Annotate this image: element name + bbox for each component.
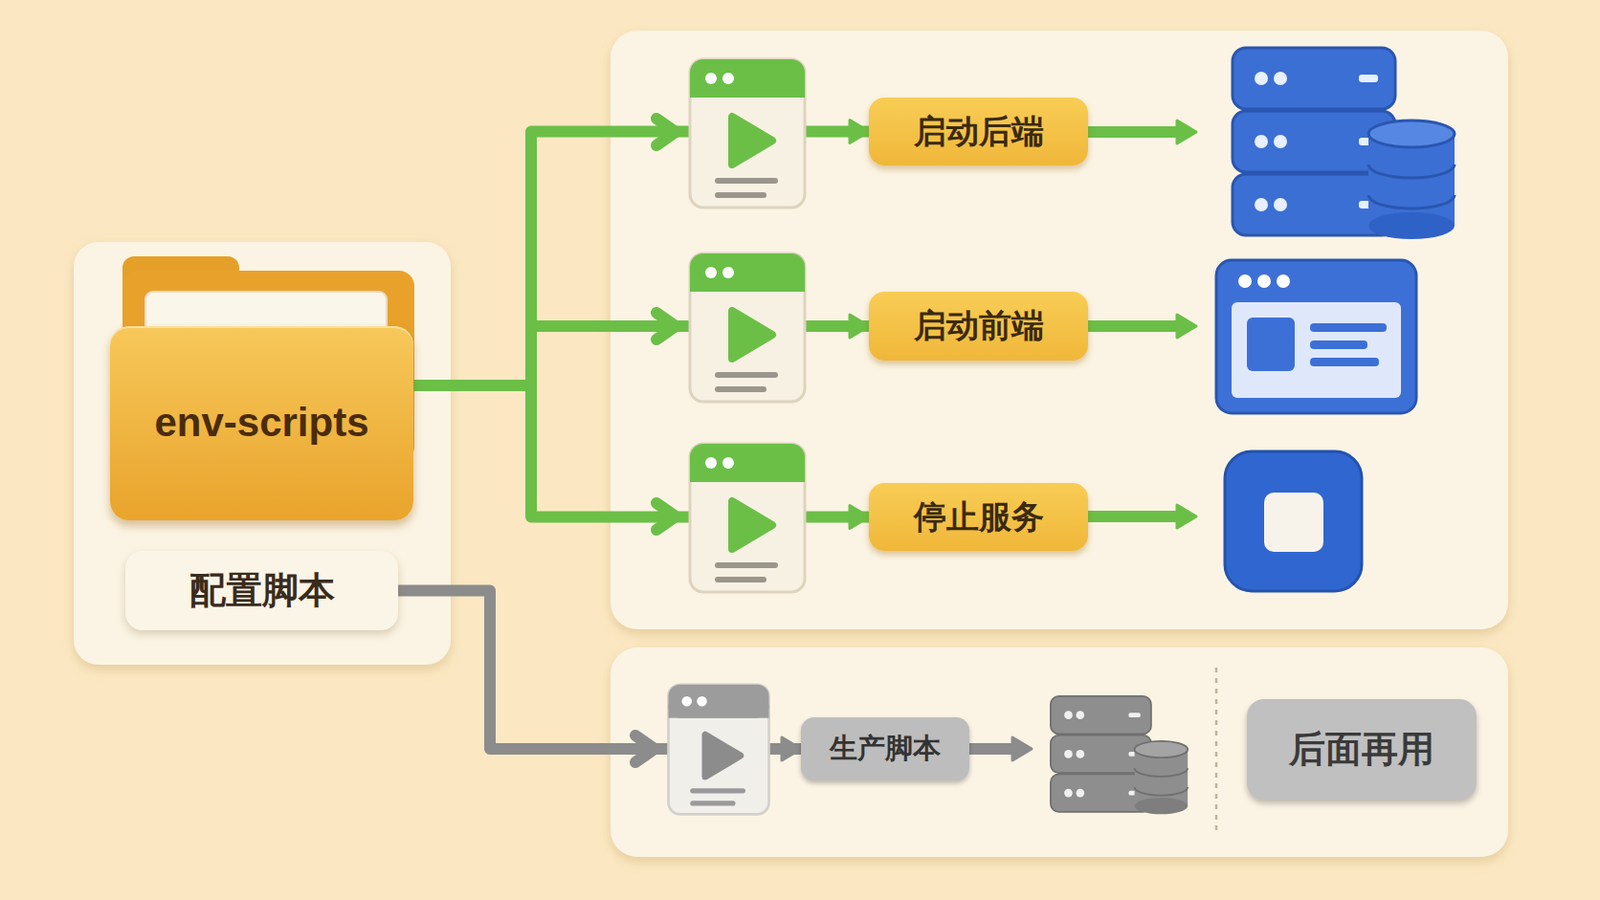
browser-content <box>1231 302 1401 399</box>
stop-frame <box>1224 451 1362 592</box>
browser-icon <box>1216 260 1417 414</box>
browser-line <box>1310 357 1379 367</box>
branch-arrowhead <box>656 312 676 340</box>
dev-panel <box>610 30 1509 630</box>
result-arrow <box>1088 126 1179 138</box>
node-label: 生产脚本 <box>829 733 941 765</box>
action-pill: 启动前端 <box>868 291 1089 361</box>
action-pill: 启动后端 <box>868 97 1089 166</box>
node-label: 启动后端 <box>913 113 1045 150</box>
connector-group <box>398 132 869 751</box>
browser-line <box>1310 340 1368 350</box>
result-arrow <box>969 743 1015 756</box>
action-pill: 停止服务 <box>868 483 1089 552</box>
stop-icon <box>1224 451 1362 592</box>
branch-arrowhead <box>656 503 676 531</box>
left-panel <box>73 242 451 666</box>
browser-line <box>1310 323 1387 333</box>
browser-block <box>1246 317 1295 372</box>
script-icon <box>668 685 770 816</box>
browser-dot <box>1238 274 1252 289</box>
disabled-pill: 后面再用 <box>1246 699 1477 800</box>
node-label: env-scripts <box>154 400 369 445</box>
branch-arrowhead <box>635 735 655 763</box>
result-arrow <box>1088 320 1179 333</box>
panel-divider <box>1215 667 1219 837</box>
browser-dot <box>1276 274 1290 289</box>
browser-frame <box>1216 260 1417 414</box>
server-database-icon <box>1232 47 1455 240</box>
node-label: 启动前端 <box>913 308 1045 344</box>
disabled-pill: 生产脚本 <box>800 717 970 781</box>
node-label: 配置脚本 <box>189 571 335 612</box>
script-icon <box>689 253 805 402</box>
folder-box: env-scripts <box>110 326 414 521</box>
label-pill: 配置脚本 <box>125 551 399 631</box>
node-label: 停止服务 <box>913 499 1045 535</box>
script-icon <box>689 444 805 593</box>
node-label: 后面再用 <box>1288 730 1435 771</box>
prod-panel <box>610 647 1509 858</box>
result-arrow <box>1088 511 1179 523</box>
server-database-icon <box>1050 696 1188 815</box>
stop-square <box>1264 492 1324 553</box>
browser-dot <box>1257 274 1271 289</box>
branch-arrowhead <box>656 118 676 146</box>
script-icon <box>689 59 805 208</box>
